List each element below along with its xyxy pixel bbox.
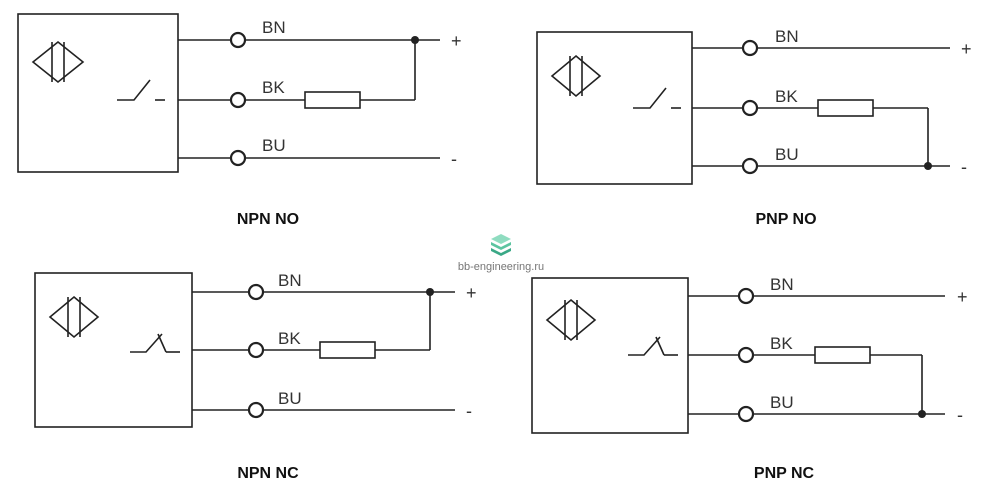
switch-symbol-no bbox=[633, 87, 667, 109]
wire-bn: BN + bbox=[178, 18, 462, 51]
wire-bu: BU - bbox=[178, 136, 457, 169]
sensor-body bbox=[531, 277, 689, 434]
diagram-npn-no: BN + BK BU - NPN NO bbox=[17, 13, 462, 228]
terminal-ring-bk bbox=[229, 91, 247, 109]
sensor-body bbox=[536, 31, 693, 185]
wire-label-bk: BK bbox=[775, 87, 798, 106]
switch-symbol-nc bbox=[628, 336, 678, 356]
diagram-title: PNP NC bbox=[754, 465, 815, 482]
sensor-body bbox=[17, 13, 179, 173]
terminal-ring-bn bbox=[229, 31, 247, 49]
diagram-title: NPN NO bbox=[237, 211, 299, 228]
wire-bk: BK bbox=[192, 288, 434, 359]
wire-label-bn: BN bbox=[770, 275, 794, 294]
sensor-diamond-icon bbox=[550, 54, 602, 98]
load-resistor bbox=[304, 91, 361, 109]
wire-label-bk: BK bbox=[262, 78, 285, 97]
switch-symbol-nc bbox=[130, 333, 180, 353]
wire-bk: BK bbox=[688, 334, 926, 418]
supply-sign-plus: + bbox=[961, 39, 972, 59]
terminal-ring-bk bbox=[247, 341, 265, 359]
wire-label-bu: BU bbox=[775, 145, 799, 164]
junction-dot bbox=[426, 288, 434, 296]
diagram-pnp-nc: BN + BK BU - PNP NC bbox=[531, 275, 968, 482]
terminal-ring-bn bbox=[741, 39, 759, 57]
wire-bu: BU - bbox=[192, 389, 472, 421]
layers-logo-icon bbox=[491, 234, 511, 256]
watermark-text: bb-engineering.ru bbox=[458, 261, 544, 273]
terminal-ring-bu bbox=[741, 157, 759, 175]
sensor-body bbox=[34, 272, 193, 428]
load-resistor bbox=[817, 99, 874, 117]
supply-sign-minus: - bbox=[957, 405, 963, 425]
wire-label-bu: BU bbox=[262, 136, 286, 155]
terminal-ring-bu bbox=[247, 401, 265, 419]
wire-bk: BK bbox=[692, 87, 932, 170]
junction-dot bbox=[411, 36, 419, 44]
wire-bn: BN + bbox=[692, 27, 972, 59]
terminal-ring-bk bbox=[741, 99, 759, 117]
wire-bu: BU - bbox=[688, 393, 963, 425]
sensor-diamond-icon bbox=[48, 295, 100, 339]
terminal-ring-bn bbox=[737, 287, 755, 305]
watermark: bb-engineering.ru bbox=[458, 234, 544, 273]
supply-sign-plus: + bbox=[957, 287, 968, 307]
load-resistor bbox=[814, 346, 871, 364]
wire-bn: BN + bbox=[688, 275, 968, 307]
terminal-ring-bu bbox=[737, 405, 755, 423]
terminal-ring-bn bbox=[247, 283, 265, 301]
diagram-pnp-no: BN + BK BU - PNP NO bbox=[536, 27, 972, 228]
terminal-ring-bu bbox=[229, 149, 247, 167]
wire-bu: BU - bbox=[692, 145, 967, 177]
wire-label-bu: BU bbox=[770, 393, 794, 412]
supply-sign-minus: - bbox=[961, 157, 967, 177]
wire-bn: BN + bbox=[192, 271, 477, 303]
wire-label-bu: BU bbox=[278, 389, 302, 408]
terminal-ring-bk bbox=[737, 346, 755, 364]
diagram-title: NPN NC bbox=[237, 465, 299, 482]
wire-bk: BK bbox=[178, 36, 419, 109]
sensor-diamond-icon bbox=[545, 298, 597, 342]
sensor-diamond-icon bbox=[31, 40, 85, 84]
wire-label-bk: BK bbox=[278, 329, 301, 348]
supply-sign-minus: - bbox=[451, 149, 457, 169]
wire-label-bn: BN bbox=[775, 27, 799, 46]
supply-sign-minus: - bbox=[466, 401, 472, 421]
load-resistor bbox=[319, 341, 376, 359]
supply-sign-plus: + bbox=[466, 283, 477, 303]
diagram-npn-nc: BN + BK BU - NPN NC bbox=[34, 271, 477, 482]
supply-sign-plus: + bbox=[451, 31, 462, 51]
diagram-title: PNP NO bbox=[755, 211, 816, 228]
wire-label-bn: BN bbox=[278, 271, 302, 290]
wire-label-bn: BN bbox=[262, 18, 286, 37]
wire-label-bk: BK bbox=[770, 334, 793, 353]
switch-symbol-no bbox=[117, 79, 151, 101]
